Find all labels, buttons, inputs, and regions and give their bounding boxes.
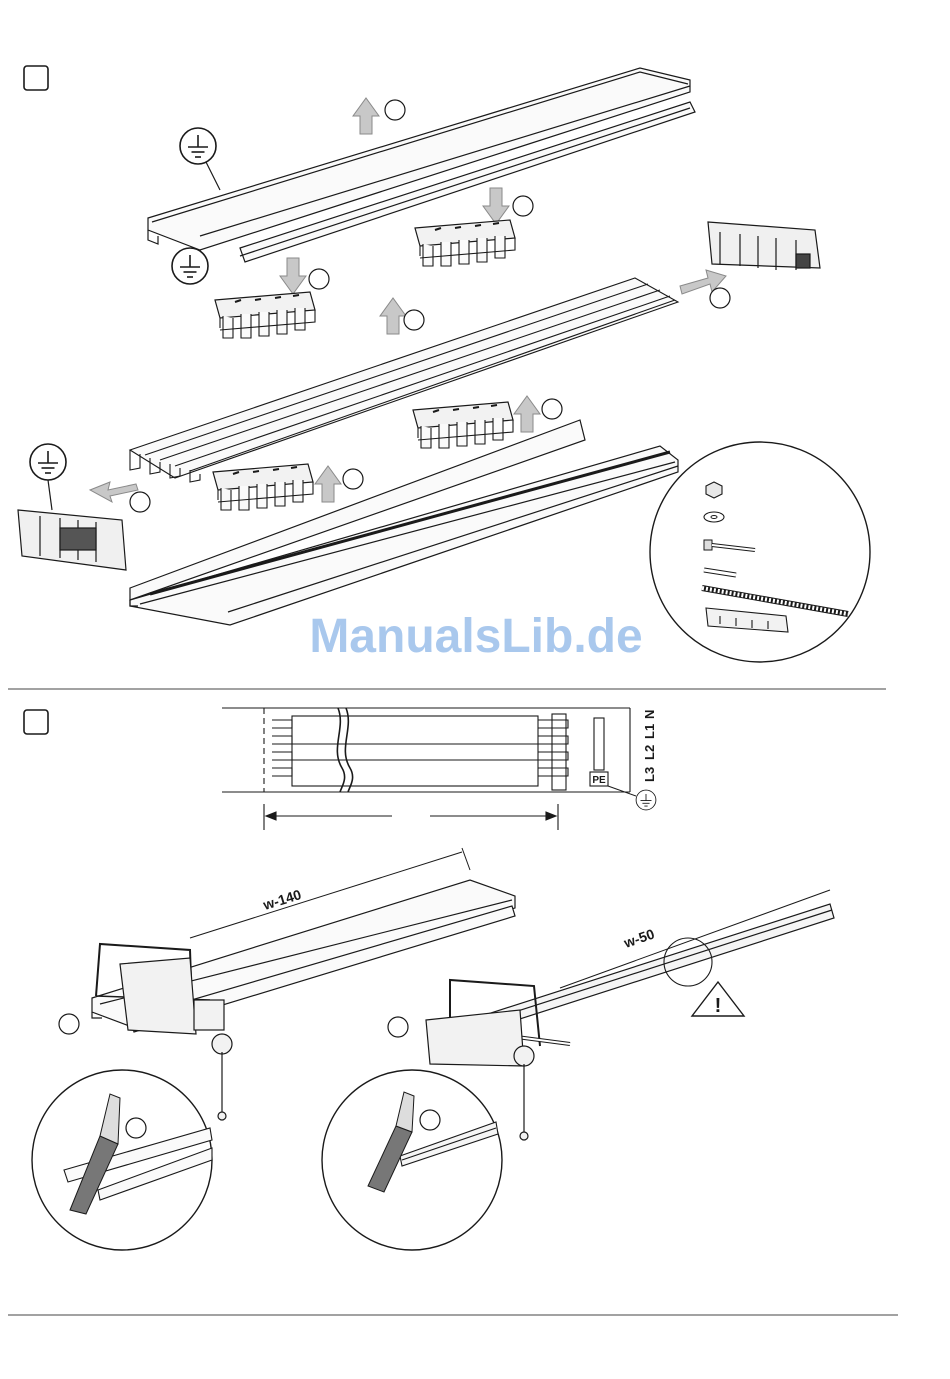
clip-holder [413,402,513,448]
step-box-2 [24,710,48,734]
dimension-line [264,804,558,830]
callout-circle [710,288,730,308]
pe-label: PE [592,775,606,786]
end-cap-left [18,510,126,570]
ground-symbol-icon [30,444,66,480]
busbar-schematic [222,708,630,792]
section-1: ManualsLib.de [18,66,870,663]
callout-circle [542,399,562,419]
ground-symbol-icon [180,128,216,164]
nut-icon [706,482,722,498]
phase-labels: L3 L2 L1 N [642,710,657,782]
phase-label-l2: L2 [642,745,657,760]
clip-holder [213,464,313,510]
callout-circle [385,100,405,120]
clip-holder [415,220,515,266]
callout-circle [343,469,363,489]
arrow-up-icon [380,298,406,334]
phase-label-l3: L3 [642,767,657,782]
phase-label-n: N [642,710,657,719]
section-2: PE L3 L2 L1 N w-140 [24,708,834,1250]
hardware-detail [650,442,870,662]
callout-circle [309,269,329,289]
step-box-1 [24,66,48,90]
arrow-up-icon [353,98,379,134]
callout-circle [59,1014,79,1034]
callout-circle [130,492,150,512]
arrow-down-icon [483,188,509,224]
ground-symbol-icon [172,248,208,284]
callout-circle [420,1110,440,1130]
callout-circle [513,196,533,216]
callout-circle [388,1017,408,1037]
watermark: ManualsLib.de [309,610,642,663]
phase-label-l1: L1 [642,724,657,739]
callout-circle [126,1118,146,1138]
bolt-icon [704,540,712,550]
arrow-up-icon [514,396,540,432]
clip-holder [215,292,315,338]
cut-label-w50: w-50 [621,926,657,952]
arrow-down-icon [280,258,306,294]
arrow-up-icon [315,466,341,502]
callout-circle [404,310,424,330]
ground-symbol-icon [636,790,656,810]
busbar-bundle [130,278,678,482]
svg-text:!: ! [715,995,722,1017]
warning-triangle-icon: ! [692,982,744,1017]
end-cap-right [708,222,820,270]
